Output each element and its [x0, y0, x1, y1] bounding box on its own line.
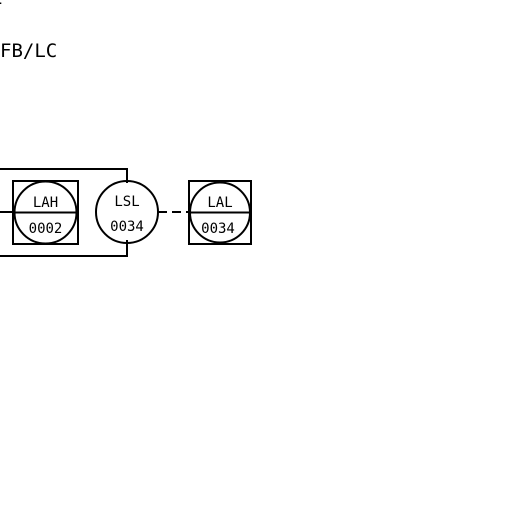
panel-box-top-line [0, 168, 128, 183]
instrument-lsl-0034[interactable]: LSL 0034 [95, 180, 159, 244]
instrument-lah-0002[interactable]: LAH 0002 [12, 180, 79, 245]
instrument-lah-tag: LAH [33, 195, 58, 211]
instrument-lsl-number: 0034 [110, 219, 144, 235]
instrument-lal-tag: LAL [207, 195, 232, 211]
fb-lc-note: FB/LC [0, 40, 57, 62]
panel-box-bottom-line [0, 240, 128, 257]
instrument-lal-0034[interactable]: LAL 0034 [188, 180, 252, 245]
instrument-lsl-tag: LSL [114, 194, 139, 210]
pipe-size-text: 2" [0, 0, 14, 9]
instrument-lal-number: 0034 [201, 221, 235, 237]
instrument-lah-number: 0002 [29, 221, 63, 237]
